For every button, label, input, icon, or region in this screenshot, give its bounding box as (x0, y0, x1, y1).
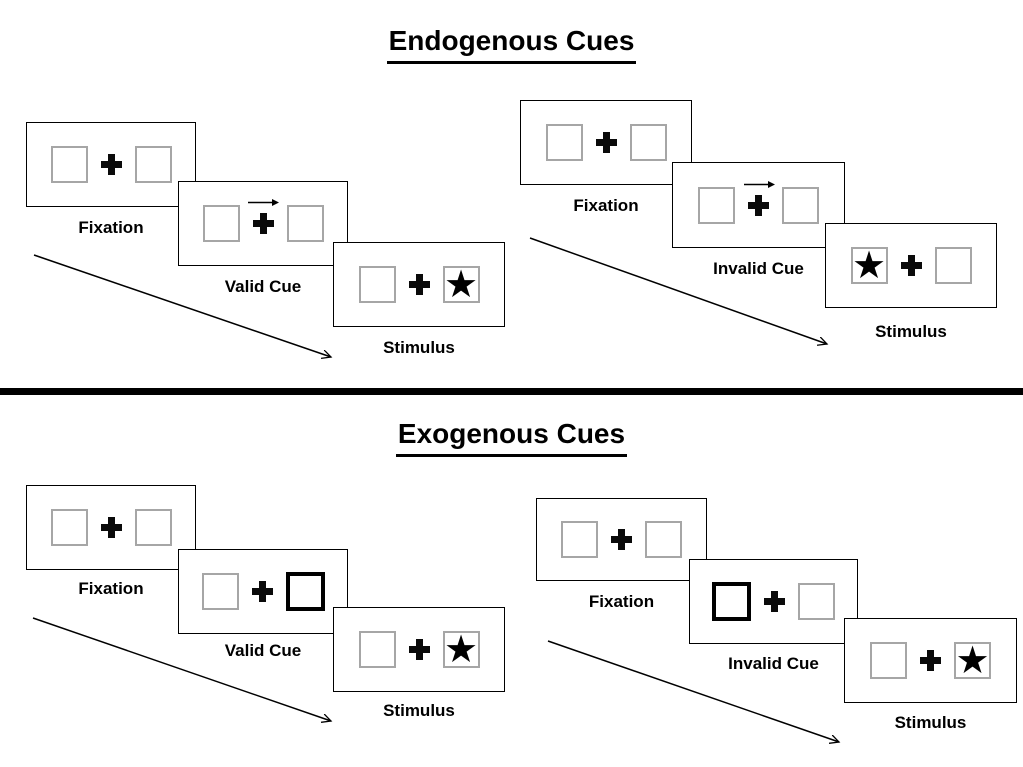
fixation-cross-icon (408, 639, 430, 660)
fixation-cross-icon (611, 529, 632, 550)
fixation-cross-icon (920, 650, 941, 671)
left-brightened-cue-box (712, 582, 751, 621)
plus-cross-shape (100, 154, 122, 175)
endogenous-valid-stimulus-panel: ★ (333, 242, 505, 327)
left-placeholder-box (358, 631, 396, 668)
right-arrow-cue-icon (743, 180, 775, 188)
endogenous-invalid-cue-panel (672, 162, 845, 248)
panel-label-invalid-cue: Invalid Cue (728, 654, 819, 673)
right-placeholder-box (798, 583, 835, 620)
exogenous-invalid-cue-panel (689, 559, 858, 644)
exogenous-valid-fixation-panel (26, 485, 196, 570)
panel-label-fixation: Fixation (573, 196, 639, 215)
plus-cross-shape (748, 194, 769, 216)
endogenous-valid-cue-panel (178, 181, 348, 266)
left-placeholder-box (545, 124, 583, 161)
right-placeholder-box (645, 521, 682, 558)
star-icon: ★ (443, 627, 479, 671)
right-brightened-cue-box (285, 572, 325, 611)
plus-cross-shape (920, 650, 941, 671)
panel-label-fixation: Fixation (588, 592, 655, 611)
right-arrow-cue-icon (248, 199, 279, 206)
fixation-cross-icon (248, 199, 279, 234)
panel-label-invalid-cue: Invalid Cue (713, 259, 804, 278)
timeline-arrow-endogenous-valid (33, 254, 331, 357)
fixation-cross-icon (595, 132, 617, 153)
endogenous-invalid-fixation-panel (520, 100, 692, 185)
fixation-cross-icon (408, 274, 430, 295)
star-icon: ★ (851, 243, 887, 287)
exogenous-invalid-stimulus-panel: ★ (844, 618, 1017, 703)
plus-cross-shape (408, 274, 430, 295)
plus-cross-shape (251, 581, 273, 602)
timeline-arrow-exogenous-valid (32, 617, 331, 721)
endogenous-valid-fixation-panel (26, 122, 196, 207)
left-target-box: ★ (850, 243, 888, 287)
plus-cross-shape (900, 255, 922, 276)
section-divider (0, 388, 1023, 395)
right-target-box: ★ (442, 262, 480, 306)
right-placeholder-box (286, 205, 324, 242)
left-placeholder-box (50, 146, 88, 183)
fixation-cross-icon (764, 591, 785, 612)
plus-cross-shape (252, 213, 274, 234)
star-icon: ★ (443, 262, 479, 306)
fixation-cross-icon (900, 255, 922, 276)
left-placeholder-box (698, 186, 735, 224)
exogenous-invalid-fixation-panel (536, 498, 707, 581)
fixation-cross-icon (743, 180, 775, 216)
left-placeholder-box (870, 642, 907, 679)
right-placeholder-box (134, 146, 172, 183)
plus-cross-shape (764, 591, 785, 612)
panel-label-valid-cue: Valid Cue (224, 641, 302, 660)
right-placeholder-box (934, 247, 972, 284)
right-target-box: ★ (954, 638, 991, 682)
fixation-cross-icon (100, 517, 122, 538)
section-title-text: Endogenous Cues (386, 24, 637, 64)
plus-cross-shape (100, 517, 122, 538)
right-target-box: ★ (442, 627, 480, 671)
plus-cross-shape (408, 639, 430, 660)
panel-label-fixation: Fixation (78, 579, 144, 598)
endogenous-invalid-stimulus-panel: ★ (825, 223, 997, 308)
left-placeholder-box (561, 521, 598, 558)
plus-cross-shape (611, 529, 632, 550)
panel-label-fixation: Fixation (78, 218, 144, 237)
right-placeholder-box (134, 509, 172, 546)
plus-cross-shape (595, 132, 617, 153)
section-title-text: Exogenous Cues (395, 417, 628, 457)
right-placeholder-box (629, 124, 667, 161)
panel-label-stimulus: Stimulus (383, 701, 455, 720)
right-placeholder-box (782, 186, 819, 224)
star-icon: ★ (955, 638, 990, 682)
section-title-endogenous: Endogenous Cues (0, 24, 1023, 64)
exogenous-valid-cue-panel (178, 549, 348, 634)
left-placeholder-box (358, 266, 396, 303)
left-placeholder-box (202, 205, 240, 242)
timeline-arrow-exogenous-invalid (547, 640, 839, 742)
left-placeholder-box (201, 573, 239, 610)
panel-label-stimulus: Stimulus (894, 713, 967, 732)
panel-label-valid-cue: Valid Cue (224, 277, 302, 296)
fixation-cross-icon (251, 581, 273, 602)
left-placeholder-box (50, 509, 88, 546)
fixation-cross-icon (100, 154, 122, 175)
panel-label-stimulus: Stimulus (875, 322, 947, 341)
section-title-exogenous: Exogenous Cues (0, 417, 1023, 457)
panel-label-stimulus: Stimulus (383, 338, 455, 357)
timeline-arrow-endogenous-invalid (529, 237, 827, 344)
exogenous-valid-stimulus-panel: ★ (333, 607, 505, 692)
